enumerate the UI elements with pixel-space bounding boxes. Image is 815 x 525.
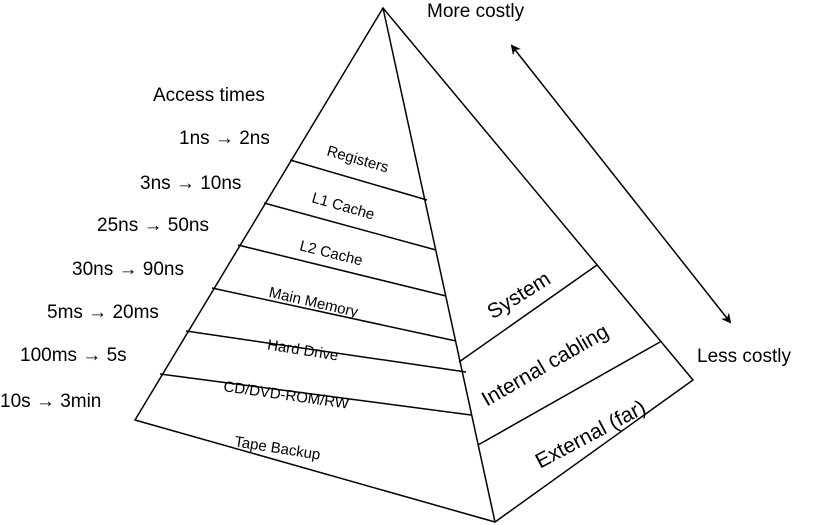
less-costly-label: Less costly (697, 346, 791, 367)
tier-divider (159, 373, 472, 416)
access-time-l1: 3ns → 10ns (140, 173, 242, 194)
access-time-tape: 10s → 3min (0, 391, 102, 412)
more-costly-label: More costly (427, 1, 525, 22)
access-time-optical: 100ms → 5s (20, 345, 127, 366)
access-time-registers: 1ns → 2ns (179, 128, 270, 149)
tier-divider (237, 244, 447, 297)
tier-divider (211, 287, 457, 342)
tier-divider (185, 330, 467, 373)
access-time-l2: 25ns → 50ns (97, 215, 209, 236)
right-face-divider (477, 341, 661, 446)
access-time-hard-drive: 5ms → 20ms (47, 302, 159, 323)
tier-divider (263, 202, 437, 251)
pyramid-front-edge (382, 7, 496, 523)
cost-arrow (510, 44, 732, 324)
tier-divider (289, 159, 428, 201)
access-times-title: Access times (153, 85, 265, 106)
access-time-main-memory: 30ns → 90ns (72, 259, 184, 280)
